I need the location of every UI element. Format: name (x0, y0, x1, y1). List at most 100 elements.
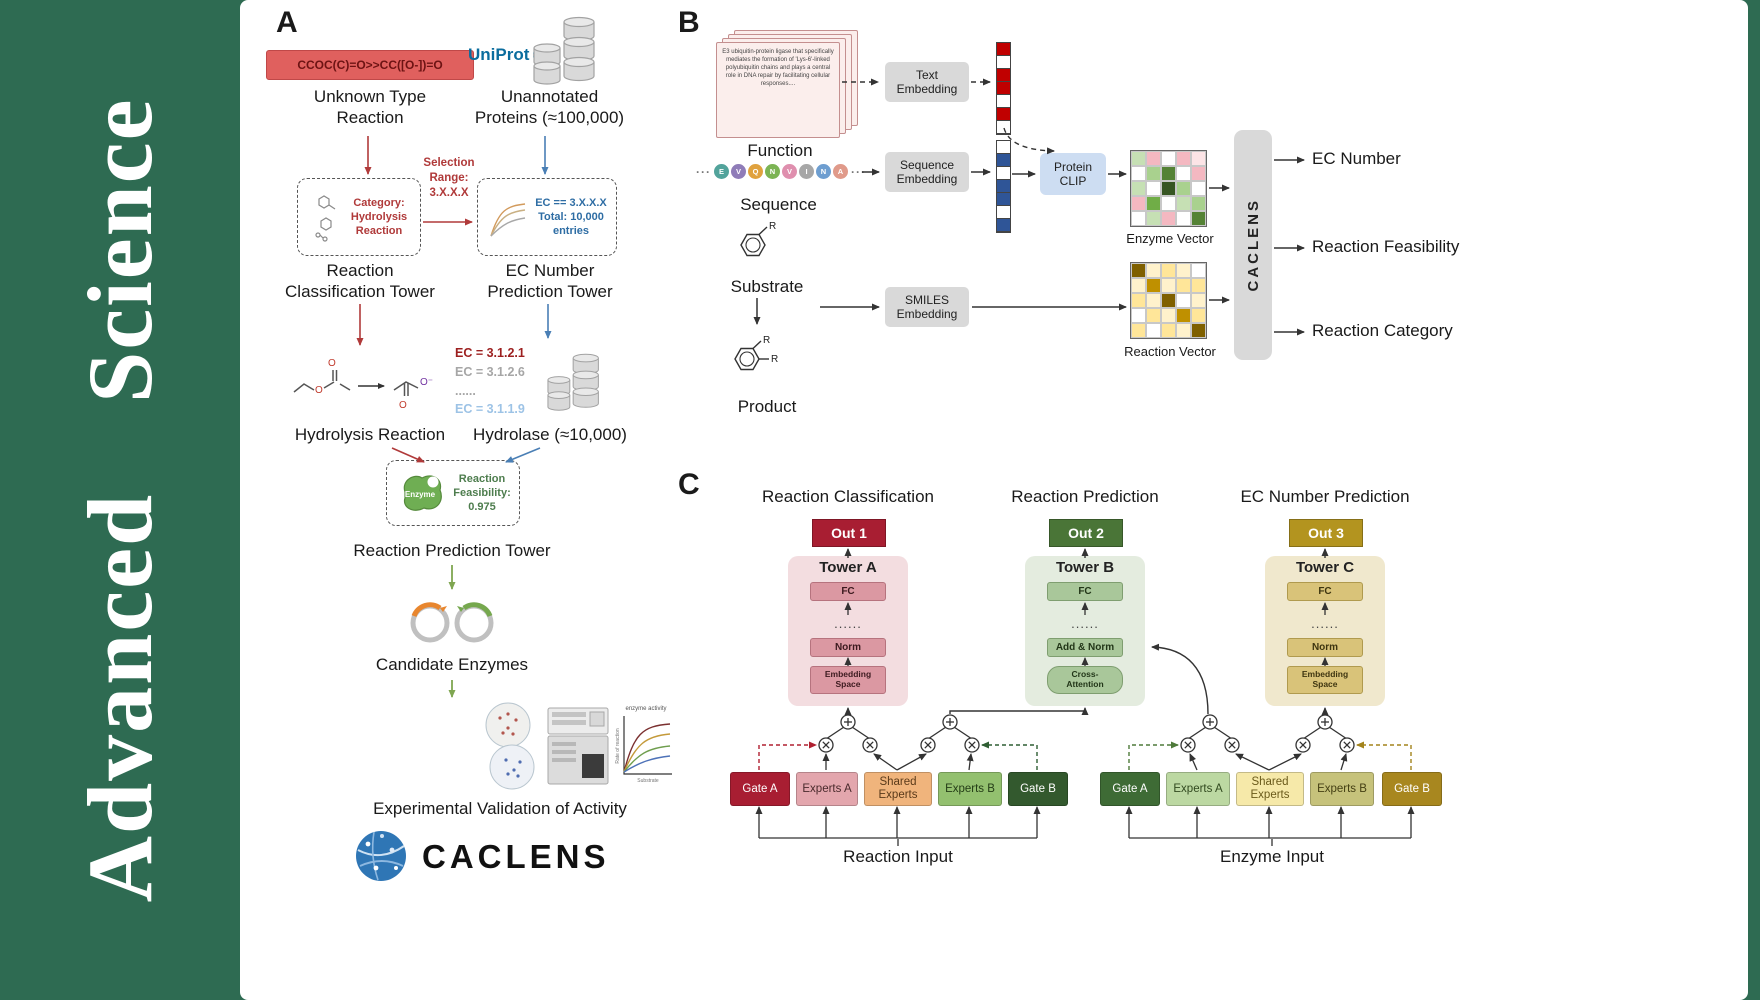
matrix-cell (1146, 196, 1161, 211)
hydrolase-label: Hydrolase (≈10,000) (473, 425, 627, 444)
matrix-cell (1161, 278, 1176, 293)
matrix-cell (1146, 323, 1161, 338)
matrix-cell (1131, 151, 1146, 166)
vector-cell (997, 108, 1010, 121)
tower-c-dots: ...... (1311, 616, 1339, 631)
tower-b-panel: Tower B FC ...... Add & Norm Cross- Atte… (1025, 556, 1145, 706)
ec-item: EC = 3.1.2.6 (455, 364, 525, 379)
residue-circle: V (782, 164, 797, 179)
matrix-cell (1131, 278, 1146, 293)
tower-a-dots: ...... (834, 616, 862, 631)
tower-b-add-norm: Add & Norm (1047, 638, 1123, 657)
matrix-cell (1131, 211, 1146, 226)
reaction-experts-a-box: Experts A (796, 772, 858, 806)
matrix-cell (1176, 323, 1191, 338)
matrix-cell (1176, 263, 1191, 278)
ec-item: EC = 3.1.2.1 (455, 346, 525, 360)
matrix-cell (1161, 166, 1176, 181)
matrix-cell (1146, 151, 1161, 166)
tower-a-embedding-space: Embedding Space (810, 666, 886, 694)
reaction-category-box: Category: Hydrolysis Reaction (297, 178, 421, 256)
ec-item: ...... (455, 383, 476, 398)
ec-selection-box: EC == 3.X.X.X Total: 10,000 entries (477, 178, 617, 256)
sequence-embedding-vector (996, 140, 1011, 233)
tower-c-title: Tower C (1295, 559, 1355, 576)
vector-cell (997, 56, 1010, 69)
reaction-input-label: Reaction Input (843, 847, 953, 866)
output-reaction-category: Reaction Category (1312, 321, 1453, 340)
matrix-cell (1191, 323, 1206, 338)
vector-cell (997, 167, 1010, 180)
matrix-cell (1161, 151, 1176, 166)
enzyme-activity-plot: enzyme activity Rate of reaction Substra… (615, 706, 672, 784)
matrix-cell (1131, 181, 1146, 196)
matrix-cell (1161, 196, 1176, 211)
matrix-cell (1131, 308, 1146, 323)
matrix-cell (1176, 293, 1191, 308)
database-stack-icon (547, 353, 599, 411)
enzyme-experts-a-box: Experts A (1166, 772, 1230, 806)
caclens-bar-label: CACLENS (1244, 198, 1262, 292)
ec-number-prediction-tower-label: EC Number Prediction Tower (487, 261, 613, 302)
substrate-structure: R (740, 221, 776, 257)
caclens-logo-icon (356, 831, 406, 881)
hydrolysis-reaction-label: Hydrolysis Reaction (294, 425, 446, 444)
smiles-reaction-box: CCOC(C)=O>>CC([O-])=O (266, 50, 474, 80)
vector-cell (997, 219, 1010, 232)
column-title-ec-number-prediction: EC Number Prediction (1240, 487, 1410, 506)
residue-circle: N (816, 164, 831, 179)
residue-circle: N (765, 164, 780, 179)
reaction-feasibility-box: Enzyme Reaction Feasibility: 0.975 (386, 460, 520, 526)
matrix-cell (1191, 211, 1206, 226)
plot-xlabel: Substrate (637, 778, 659, 784)
matrix-cell (1161, 263, 1176, 278)
vector-cell (997, 206, 1010, 219)
tower-c-embedding-space: Embedding Space (1287, 666, 1363, 694)
panel-a-label: A (276, 6, 298, 39)
matrix-cell (1191, 166, 1206, 181)
carbonyl-oxygen-label: O (328, 358, 336, 369)
tower-b-cross-attention: Cross- Attention (1047, 666, 1123, 694)
unknown-type-reaction-label: Unknown Type Reaction (313, 87, 427, 128)
enzyme-gate-a-box: Gate A (1100, 772, 1160, 806)
vector-cell (997, 69, 1010, 82)
residue-circle: V (731, 164, 746, 179)
matrix-cell (1146, 278, 1161, 293)
sequence-ellipsis: ··· (696, 164, 711, 179)
tower-a-title: Tower A (819, 559, 877, 576)
smiles-embedding-box: SMILES Embedding (885, 287, 969, 327)
molecule-doodle-icon (315, 195, 336, 242)
ec-item: EC = 3.1.1.9 (455, 402, 525, 417)
ec-selection-text: EC == 3.X.X.X Total: 10,000 entries (535, 196, 607, 238)
matrix-cell (1146, 181, 1161, 196)
matrix-cell (1131, 263, 1146, 278)
panel-b-label: B (678, 6, 700, 39)
matrix-cell (1191, 293, 1206, 308)
experimental-validation-label: Experimental Validation of Activity (373, 799, 627, 818)
residue-circle: I (799, 164, 814, 179)
substrate-label: Substrate (730, 277, 804, 296)
matrix-cell (1176, 308, 1191, 323)
function-card-front: E3 ubiquitin-protein ligase that specifi… (716, 42, 840, 138)
product-r-group: R (763, 335, 770, 346)
enzyme-blob-icon: Enzyme (403, 475, 443, 511)
figure-white-panel (240, 0, 1748, 1000)
reaction-vector-label: Reaction Vector (1124, 344, 1216, 359)
matrix-cell (1131, 196, 1146, 211)
ec-curves-icon (490, 203, 526, 237)
matrix-cell (1191, 308, 1206, 323)
selection-range-label: Selection Range: 3.X.X.X (423, 157, 475, 199)
matrix-cell (1131, 293, 1146, 308)
matrix-cell (1176, 196, 1191, 211)
matrix-cell (1146, 211, 1161, 226)
output-reaction-feasibility: Reaction Feasibility (1312, 237, 1460, 256)
vector-cell (997, 154, 1010, 167)
reaction-vector-matrix (1130, 262, 1207, 339)
matrix-cell (1191, 196, 1206, 211)
product-label: Product (737, 397, 797, 416)
reaction-classification-tower-label: Reaction Classification Tower (285, 261, 435, 302)
hydrolysis-reaction-structures: O O O O⁻ (293, 358, 433, 411)
vector-cell (997, 141, 1010, 154)
